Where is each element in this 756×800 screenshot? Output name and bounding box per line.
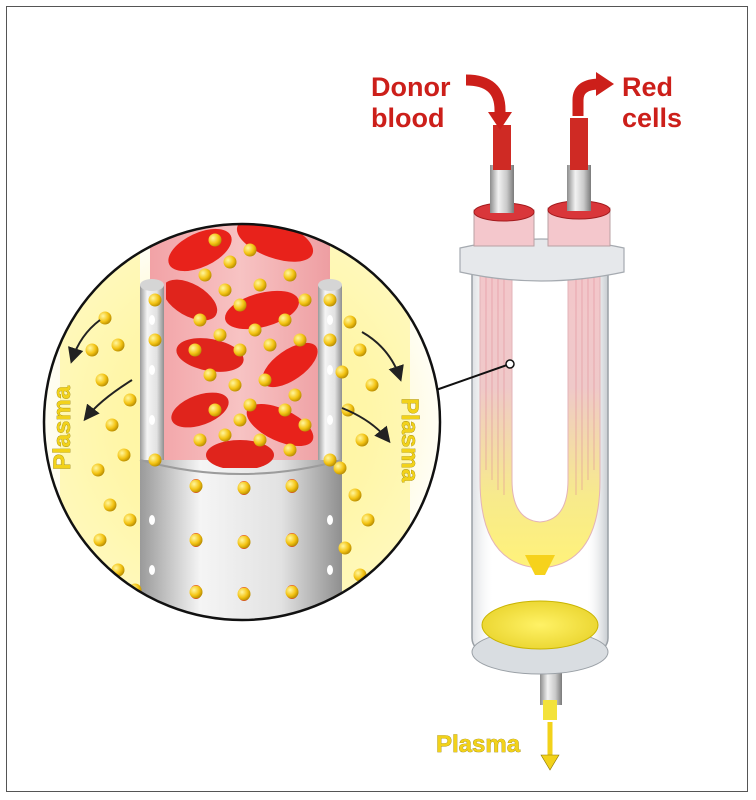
plasma-particle [233,298,247,312]
flow-arrows [68,319,404,444]
outlet-plasma [543,700,557,720]
plasma-particle [117,448,131,462]
plasma-particle [285,479,299,493]
plasma-particles [85,233,379,607]
plasma-particle [213,328,227,342]
plasma-particle [243,243,257,257]
plasma-particle [198,268,212,282]
plasma-out-arrowhead [540,754,560,771]
plasma-particle [223,255,237,269]
plasma-particle [193,433,207,447]
plasma-particle [353,343,367,357]
plasma-particle [288,388,302,402]
plasma-particle [298,418,312,432]
donor-blood-arrow [465,74,506,120]
plasma-particle [208,403,222,417]
plasma-particle [237,587,251,601]
plasma-particle [218,283,232,297]
label-red: Red [622,72,673,102]
plasma-particle [348,488,362,502]
fiber-tip [525,555,555,575]
zoom-point [505,359,515,369]
plasma-particle [188,343,202,357]
donor-blood-arrowhead [488,112,512,130]
plasma-particle [283,268,297,282]
plasma-particle [103,498,117,512]
plasma-pool [481,600,599,650]
label-cells: cells [622,103,682,133]
fiber-rim [139,459,343,475]
label-plasma-right: Plasma [396,398,423,483]
plasma-particle [189,585,203,599]
plasma-particle [298,293,312,307]
plasma-particle [93,533,107,547]
plasma-particle [218,428,232,442]
plasma-particle [323,453,337,467]
plasma-particle [203,368,217,382]
plasma-particle [148,333,162,347]
plasma-particle [278,313,292,327]
filter-cartridge [459,72,625,720]
plasma-particle [98,311,112,325]
plasma-particle [111,563,125,577]
fiber-wall-right-top [318,279,342,291]
label-blood: blood [371,103,444,133]
plasma-particle [233,413,247,427]
plasma-particle [323,333,337,347]
plasma-particle [355,433,369,447]
plasma-particle [189,479,203,493]
hollow-fiber-bundle [479,239,601,569]
magnified-view: Plasma Plasma [42,222,442,622]
plasma-particle [283,443,297,457]
plasma-particle [323,293,337,307]
plasma-particle [85,343,99,357]
plasma-particle [335,365,349,379]
plasma-particle [237,535,251,549]
red-cells-arrowhead [596,72,614,96]
fiber-wall-left-top [140,279,164,291]
plasma-particle [263,338,277,352]
plasma-particle [278,403,292,417]
label-plasma-bottom: Plasma [436,731,521,758]
outlet-redcell-line [570,118,588,170]
red-cells-arrow [572,78,601,116]
plasma-particle [148,293,162,307]
plasma-particle [123,393,137,407]
plasma-particle [338,541,352,555]
plasma-particle [105,418,119,432]
outlet-tube-top [567,165,591,211]
plasma-particle [253,433,267,447]
plasma-particle [365,378,379,392]
plasma-particle [253,278,267,292]
zoom-leader-line [435,363,511,391]
label-donor: Donor [371,72,451,102]
plasma-particle [123,513,137,527]
red-blood-cells [166,224,318,468]
plasma-particle [208,233,222,247]
plasma-particle [95,373,109,387]
plasma-particle [248,323,262,337]
plasma-particle [243,398,257,412]
plasma-particle [285,585,299,599]
plasma-particle [285,533,299,547]
plasma-particle [333,461,347,475]
plasma-particle [233,343,247,357]
plasma-particle [228,378,242,392]
inlet-tube [490,165,514,213]
plasma-particle [237,481,251,495]
plasma-particle [91,463,105,477]
magnified-circle-border [42,222,442,622]
label-plasma-left: Plasma [49,385,76,470]
fiber-lines [485,240,595,495]
plasma-particle [258,373,272,387]
plasma-particle [148,453,162,467]
inlet-blood-line [493,125,511,170]
plasma-particle [111,338,125,352]
plasma-particle [343,315,357,329]
plasma-particle [361,513,375,527]
plasma-particle [293,333,307,347]
plasma-particle [189,533,203,547]
plasma-particle [193,313,207,327]
